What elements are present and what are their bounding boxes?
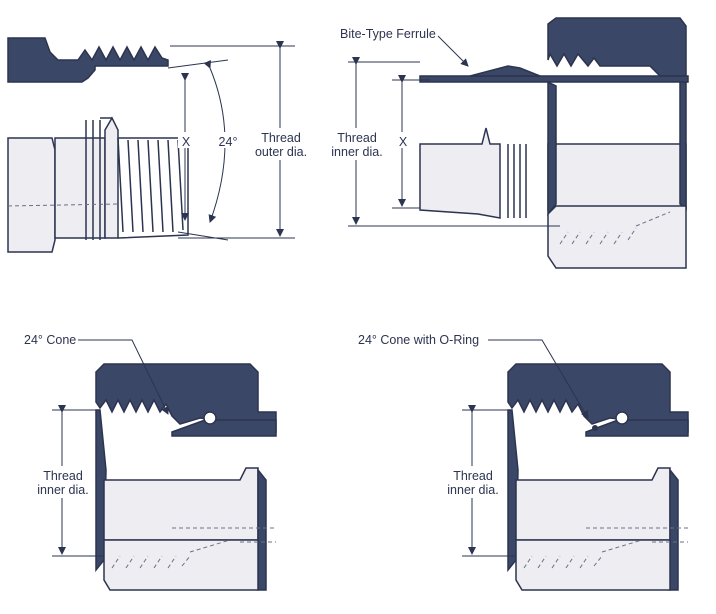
nut-lower xyxy=(103,539,259,591)
cone-seat xyxy=(585,419,689,437)
fitting-body xyxy=(419,127,501,219)
thread-outer-label-1: Thread xyxy=(261,131,301,145)
x-label: X xyxy=(399,135,408,149)
cone-label: 24° Cone with O-Ring xyxy=(358,333,479,347)
cone-label: 24° Cone xyxy=(24,333,76,347)
x-label: X xyxy=(182,135,191,149)
nut-lower xyxy=(515,539,671,591)
thread-inner-label-2: inner dia. xyxy=(37,483,88,497)
cone-seat xyxy=(171,419,277,437)
thread-outer-label-2: outer dia. xyxy=(255,145,307,159)
thread-inner-label-1: Thread xyxy=(43,469,83,483)
nut-profile xyxy=(7,37,169,83)
panel-24-cone: 24° Cone Thread inner dia. xyxy=(24,333,277,591)
thread-inner-label-2: inner dia. xyxy=(331,145,382,159)
tube-body xyxy=(7,137,56,253)
panel-bite-type-ferrule: Bite-Type Ferrule Thread inner dia. X xyxy=(330,17,689,269)
thread-inner-label-1: Thread xyxy=(453,469,493,483)
o-ring xyxy=(592,425,598,431)
panel-24-cone-with-o-ring: 24° Cone with O-Ring Thread inner dia. xyxy=(358,333,689,591)
nut-profile xyxy=(547,17,687,77)
fitting-body xyxy=(515,467,671,541)
nut-inner-wall xyxy=(547,80,557,217)
nut-profile xyxy=(507,363,689,433)
thread-inner-label-2: inner dia. xyxy=(447,483,498,497)
tube-wall xyxy=(419,75,689,83)
thread-inner-label-1: Thread xyxy=(337,131,377,145)
angle-label: 24° xyxy=(219,135,238,149)
ferrule-label: Bite-Type Ferrule xyxy=(340,27,436,41)
panel-thread-outer-dia: X 24° Thread outer dia. xyxy=(7,37,307,253)
ferrule xyxy=(469,65,541,77)
nut-lower xyxy=(547,205,687,269)
fitting-body xyxy=(103,467,259,541)
threaded-stud xyxy=(54,116,189,240)
